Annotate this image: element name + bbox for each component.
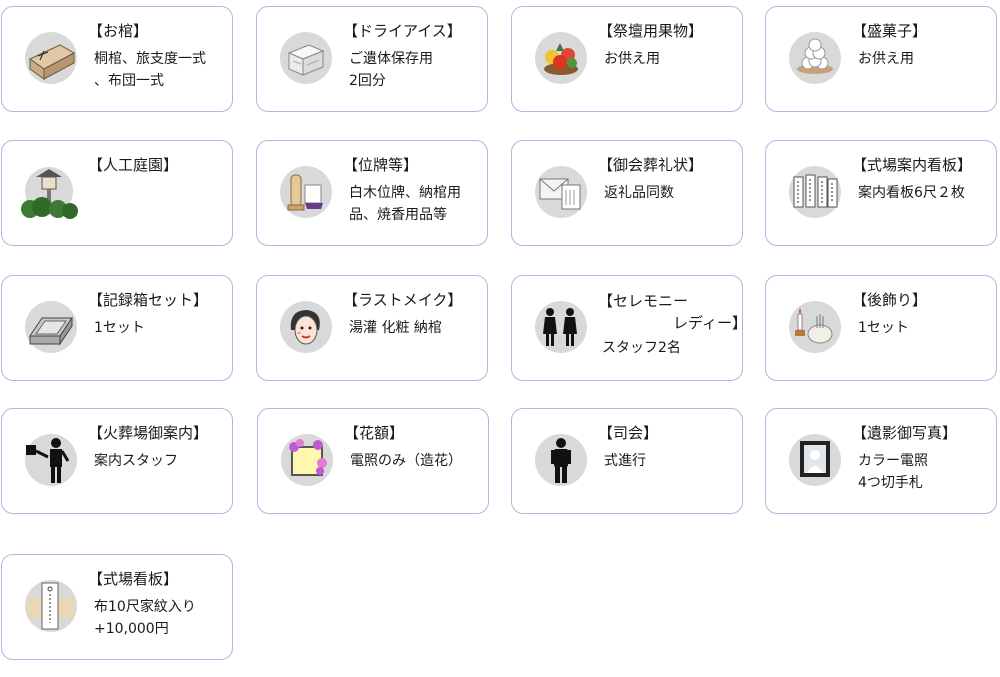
item-description: 桐棺、旅支度一式 、布団一式: [94, 51, 206, 89]
item-title: 【式場案内看板】: [852, 156, 973, 174]
portrait-photo-icon: [788, 433, 842, 487]
item-title: 【お棺】: [88, 22, 149, 40]
item-title: 【遺影御写真】: [852, 424, 958, 442]
flower-frame-icon: [280, 433, 334, 487]
item-description: 案内看板6尺２枚: [858, 185, 965, 201]
item-description: スタッフ2名: [602, 340, 681, 356]
item-title: 【花額】: [344, 424, 405, 442]
memorial-tablet-icon: [279, 165, 333, 219]
item-description: 案内スタッフ: [94, 453, 178, 469]
item-title: 【式場看板】: [88, 570, 179, 588]
item-title: 【ドライアイス】: [343, 22, 462, 40]
item-card-ceremony-lady: 【セレモニー レディー】 スタッフ2名: [511, 275, 747, 381]
item-card-venue-sign: 【式場看板】 布10尺家紋入り +10,000円: [1, 554, 233, 660]
item-title: 【司会】: [598, 424, 659, 442]
item-title: 【御会葬礼状】: [598, 156, 704, 174]
item-card-letter: 【御会葬礼状】 返礼品同数: [511, 140, 743, 246]
item-card-dry-ice: 【ドライアイス】 ご遺体保存用 2回分: [256, 6, 488, 112]
item-card-tablet: 【位牌等】 白木位牌、納棺用 品、焼香用品等: [256, 140, 488, 246]
item-description: 布10尺家紋入り +10,000円: [94, 599, 196, 637]
item-card-portrait: 【遺影御写真】 カラー電照 4つ切手札: [765, 408, 997, 514]
item-card-garden: 【人工庭園】: [1, 140, 233, 246]
item-title: 【人工庭園】: [88, 156, 179, 174]
item-description: 1セット: [94, 320, 145, 336]
item-card-flower-frame: 【花額】 電照のみ（造花）: [257, 408, 489, 514]
item-description: お供え用: [858, 51, 914, 67]
item-card-fruit: 【祭壇用果物】 お供え用: [511, 6, 743, 112]
item-description: 白木位牌、納棺用 品、焼香用品等: [349, 185, 461, 223]
item-title: 【祭壇用果物】: [598, 22, 704, 40]
item-title: 【火葬場御案内】: [88, 424, 209, 442]
item-description: 1セット: [858, 320, 909, 336]
item-description: 返礼品同数: [604, 185, 674, 201]
altar-candle-icon: [788, 300, 842, 354]
record-box-icon: [24, 300, 78, 354]
item-card-record-box: 【記録箱セット】 1セット: [1, 275, 233, 381]
item-title: 【ラストメイク】: [343, 291, 463, 309]
item-description: カラー電照 4つ切手札: [858, 453, 928, 491]
fruit-basket-icon: [534, 31, 588, 85]
item-card-mc: 【司会】 式進行: [511, 408, 743, 514]
guide-person-icon: [24, 433, 78, 487]
venue-sign-icon: [24, 579, 78, 633]
item-description: お供え用: [604, 51, 660, 67]
item-description: 湯灌 化粧 納棺: [349, 320, 442, 336]
item-card-coffin: 【お棺】 桐棺、旅支度一式 、布団一式: [1, 6, 233, 112]
item-description: ご遺体保存用 2回分: [349, 51, 433, 89]
item-title: 【記録箱セット】: [88, 291, 209, 309]
item-card-crematorium-guide: 【火葬場御案内】 案内スタッフ: [1, 408, 233, 514]
item-title: 【後飾り】: [852, 291, 928, 309]
item-description: 式進行: [604, 453, 646, 469]
letter-icon: [534, 165, 588, 219]
item-card-after-altar: 【後飾り】 1セット: [765, 275, 997, 381]
ceremony-ladies-icon: [534, 300, 588, 354]
item-card-signboards: 【式場案内看板】 案内看板6尺２枚: [765, 140, 997, 246]
sweets-platter-icon: [788, 31, 842, 85]
makeup-face-icon: [279, 300, 333, 354]
item-title: 【セレモニー レディー】: [598, 292, 747, 332]
mc-person-icon: [534, 433, 588, 487]
coffin-icon: [24, 31, 78, 85]
dry-ice-icon: [279, 31, 333, 85]
garden-lantern-icon: [18, 163, 80, 225]
item-description: 電照のみ（造花）: [350, 453, 462, 469]
item-title: 【盛菓子】: [852, 22, 928, 40]
item-card-makeup: 【ラストメイク】 湯灌 化粧 納棺: [256, 275, 488, 381]
item-title: 【位牌等】: [343, 156, 419, 174]
signboards-icon: [788, 165, 842, 219]
item-card-sweets: 【盛菓子】 お供え用: [765, 6, 997, 112]
